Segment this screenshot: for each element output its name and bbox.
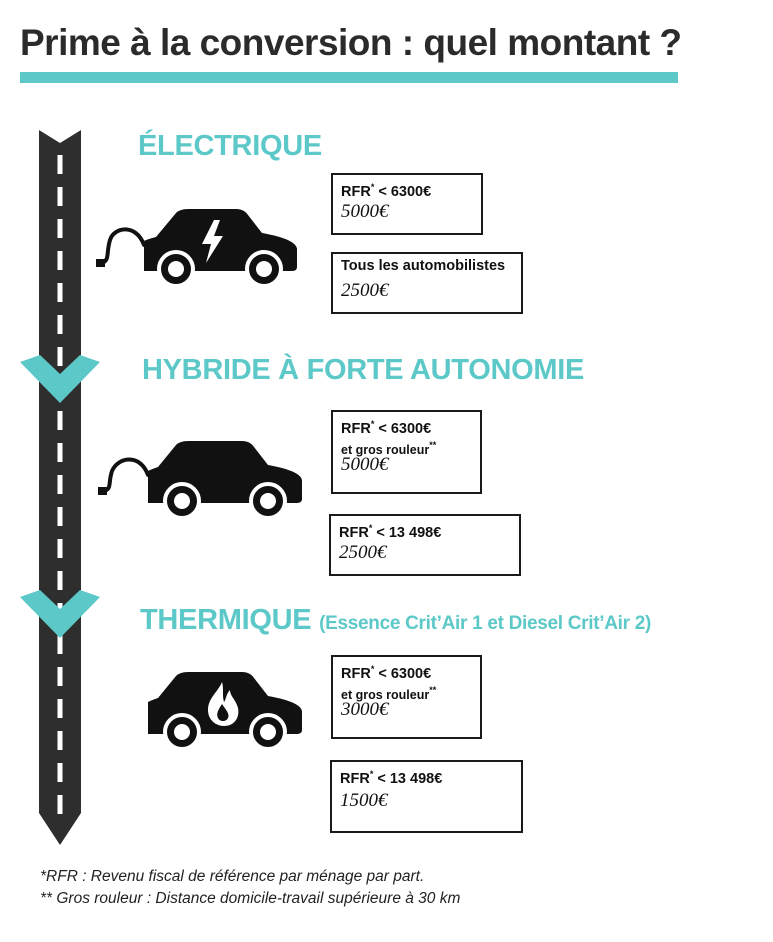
box-amount: 5000€ — [341, 454, 389, 475]
prime-box: RFR* < 6300€ et gros rouleur** 5000€ — [331, 410, 482, 494]
box-condition: RFR* < 6300€ et gros rouleur** — [341, 664, 437, 702]
section-title-thermique: THERMIQUE (Essence Crit’Air 1 et Diesel … — [140, 604, 652, 636]
footnote-rfr: *RFR : Revenu fiscal de référence par mé… — [40, 868, 425, 885]
prime-box: RFR* < 6300€ 5000€ — [331, 173, 483, 235]
thermal-car-icon — [148, 672, 302, 751]
prime-box: Tous les automobilistes 2500€ — [331, 252, 523, 314]
box-amount: 1500€ — [340, 790, 388, 811]
timeline-chevron — [20, 355, 100, 403]
section-title-electrique: ÉLECTRIQUE — [138, 130, 322, 162]
road-timeline — [20, 130, 100, 845]
box-amount: 5000€ — [341, 201, 389, 222]
box-condition: RFR* < 13 498€ — [340, 769, 443, 787]
section-title-hybride: HYBRIDE À FORTE AUTONOMIE — [142, 354, 585, 386]
prime-box: RFR* < 13 498€ 2500€ — [329, 514, 521, 576]
footnote-gros-rouleur: ** Gros rouleur : Distance domicile-trav… — [40, 890, 461, 907]
section-subtitle: (Essence Crit’Air 1 et Diesel Crit’Air 2… — [319, 613, 652, 634]
box-amount: 2500€ — [339, 542, 387, 563]
box-condition: RFR* < 6300€ — [341, 182, 432, 200]
timeline-chevron — [20, 590, 100, 638]
electric-car-icon — [96, 209, 297, 288]
hybrid-car-icon — [98, 441, 302, 520]
prime-box: RFR* < 6300€ et gros rouleur** 3000€ — [331, 655, 482, 739]
prime-box: RFR* < 13 498€ 1500€ — [330, 760, 523, 833]
box-condition: RFR* < 13 498€ — [339, 523, 442, 541]
title-underline — [20, 72, 678, 83]
box-amount: 2500€ — [341, 280, 389, 301]
page-title: Prime à la conversion : quel montant ? — [20, 22, 682, 63]
box-amount: 3000€ — [341, 699, 389, 720]
box-condition: Tous les automobilistes — [341, 258, 506, 274]
box-condition: RFR* < 6300€ et gros rouleur** — [341, 419, 437, 457]
